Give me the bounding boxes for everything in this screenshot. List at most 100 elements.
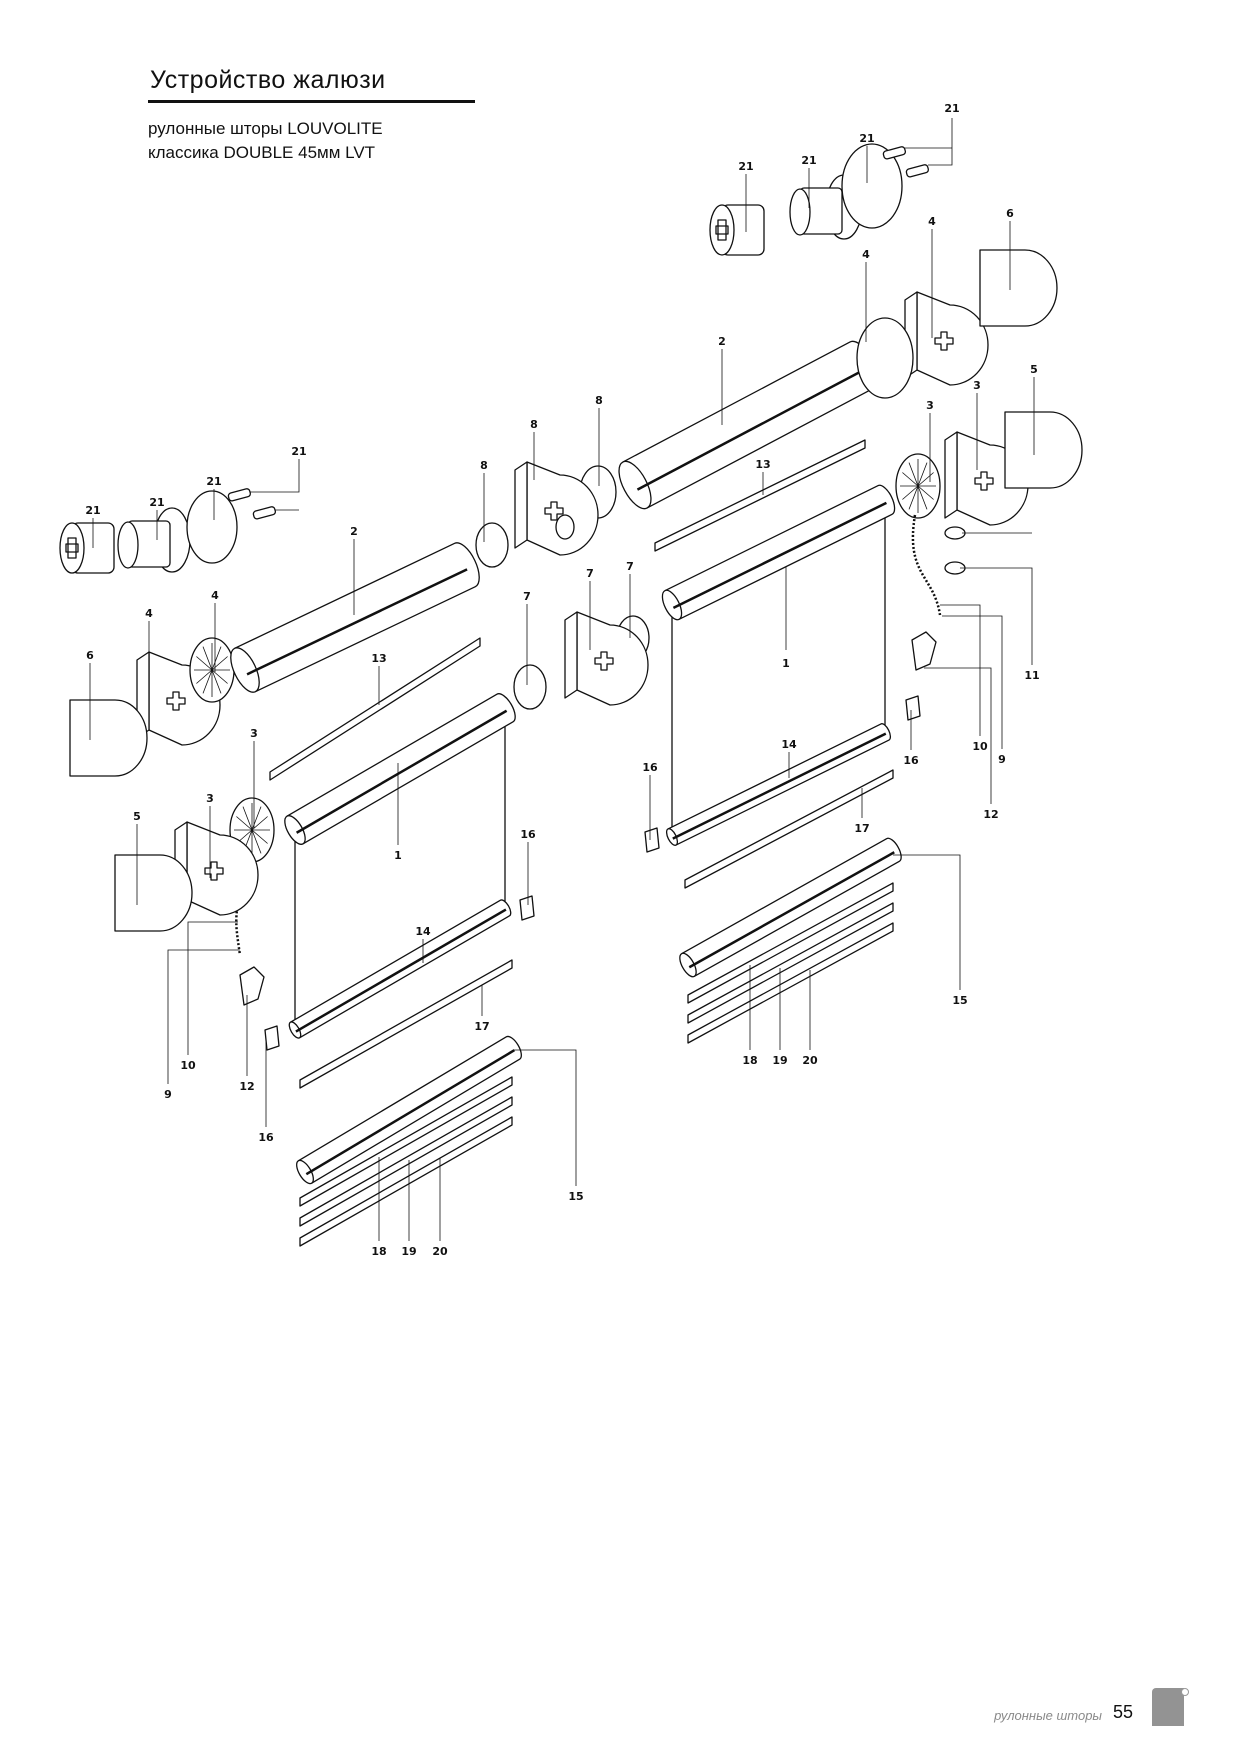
callout-label: 19	[772, 1054, 787, 1067]
bottom-strip	[687, 902, 894, 1024]
callout-label: 7	[626, 560, 634, 573]
clutch-spoke	[917, 485, 934, 500]
leader-line	[940, 604, 981, 736]
right-blind-bottom-bar-groove	[672, 732, 887, 840]
bracket-hole	[934, 331, 954, 351]
bracket-flange	[944, 431, 958, 519]
roller-tube-end	[230, 647, 260, 693]
end-plug	[709, 204, 765, 256]
middle-bracket	[526, 461, 599, 556]
clutch-spoke	[236, 816, 253, 831]
clutch-spoke	[211, 656, 228, 671]
clutch-spoke	[196, 656, 213, 671]
callout-label: 12	[983, 808, 998, 821]
callout-label: 3	[206, 792, 214, 805]
callout-label: 18	[371, 1245, 386, 1258]
end-cap	[264, 1025, 280, 1051]
callout-label: 4	[211, 589, 219, 602]
callout-label: 8	[530, 418, 538, 431]
subtitle-product: рулонные шторы LOUVOLITE	[148, 119, 383, 138]
callout-label: 21	[738, 160, 753, 173]
insert-strip	[684, 769, 894, 889]
callout-label: 21	[206, 475, 221, 488]
callout-label: 3	[973, 379, 981, 392]
callout-label: 10	[972, 740, 988, 753]
clutch-spoke	[251, 806, 262, 831]
end-cap	[905, 695, 921, 721]
callout-label: 16	[642, 761, 658, 774]
callout-label: 21	[801, 154, 816, 167]
leader-line	[187, 921, 238, 1055]
callout-label: 16	[520, 828, 536, 841]
callout-label: 14	[781, 738, 797, 751]
left-blind-roll-groove	[295, 709, 508, 834]
callout-label: 9	[998, 753, 1006, 766]
bottom-strip	[299, 1096, 513, 1227]
chain-stop	[239, 966, 265, 1006]
callout-label: 15	[568, 1190, 583, 1203]
right-blind-roll-groove	[672, 501, 887, 609]
end-plug-cross	[715, 219, 729, 241]
clutch-spoke	[242, 806, 253, 831]
clutch-spoke	[211, 669, 222, 694]
right-blind-bottom-bar-end	[665, 828, 679, 846]
right-blind-roll-end	[661, 589, 683, 621]
roller-tube-groove	[636, 368, 866, 491]
callout-label: 11	[1024, 669, 1039, 682]
screw	[227, 488, 252, 502]
bottom-rail-body	[681, 837, 902, 977]
middle-bracket-flange	[564, 611, 578, 699]
clutch-spoke	[908, 462, 919, 487]
idler-end-face	[789, 188, 811, 236]
bottom-rail	[296, 1035, 522, 1185]
left-blind-bottom-bar-groove	[295, 908, 507, 1033]
end-plug	[59, 522, 115, 574]
callout-label: 13	[371, 652, 386, 665]
end-plug-face	[709, 204, 735, 256]
coupling	[513, 664, 547, 710]
bracket-hole	[166, 691, 186, 711]
idler-end	[117, 507, 191, 573]
bottom-rail-end	[296, 1159, 314, 1185]
callout-label: 9	[164, 1088, 172, 1101]
idler-end-plate	[856, 317, 914, 399]
idler-end-face	[117, 521, 139, 569]
stiffener-strip	[654, 439, 866, 552]
clutch-spoke	[917, 462, 928, 487]
callout-label: 6	[86, 649, 94, 662]
bracket	[186, 821, 259, 916]
bottom-rail-groove	[688, 851, 895, 969]
callout-label: 16	[258, 1131, 274, 1144]
callout-label: 20	[802, 1054, 818, 1067]
end-plug-cross	[65, 537, 79, 559]
callout-label: 21	[85, 504, 100, 517]
left-blind-bottom-bar	[288, 899, 512, 1039]
left-blind-bottom-bar-end	[288, 1021, 302, 1039]
clutch-spoke	[211, 669, 228, 684]
callout-label: 21	[859, 132, 874, 145]
roller-tube-groove	[246, 568, 468, 676]
clutch-spoke	[251, 829, 268, 844]
clutch	[895, 453, 941, 519]
leader-line	[924, 667, 992, 804]
leader-line	[513, 1049, 577, 1186]
bracket-cover	[1004, 411, 1083, 489]
clutch-spoke	[211, 646, 222, 671]
callout-label: 7	[523, 590, 531, 603]
end-plug-face	[59, 522, 85, 574]
bottom-rail-groove	[305, 1049, 515, 1176]
page-number: 55	[1113, 1702, 1134, 1722]
end-cap	[644, 827, 660, 853]
callout-label: 19	[401, 1245, 416, 1258]
bracket-cover	[114, 854, 193, 932]
callout-label: 2	[718, 335, 726, 348]
coupling	[475, 522, 509, 568]
right-blind-bottom-bar	[665, 723, 891, 846]
title-underline	[148, 100, 475, 103]
roller-tube-body	[622, 340, 879, 509]
callout-label: 5	[1030, 363, 1038, 376]
callout-label: 6	[1006, 207, 1014, 220]
right-blind-roll	[661, 484, 896, 621]
clutch-spoke	[902, 485, 919, 500]
bead-chain	[911, 514, 942, 616]
